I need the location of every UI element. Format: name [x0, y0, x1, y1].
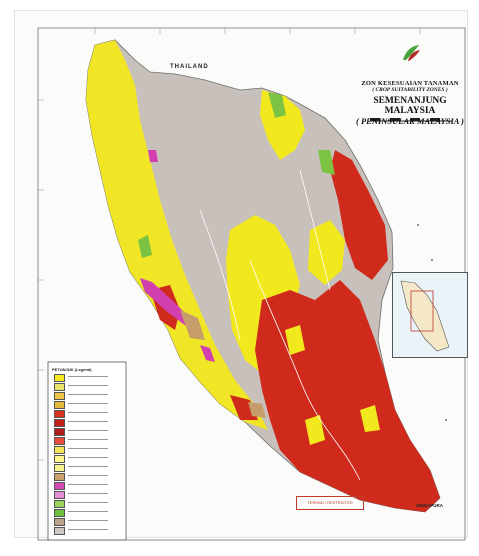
inset-map	[392, 272, 468, 358]
legend-label-line	[68, 412, 108, 413]
legend-swatch	[54, 419, 65, 427]
legend-swatch	[54, 437, 65, 445]
legend-label-line	[68, 520, 108, 521]
zone-green-west	[138, 235, 152, 258]
map-title-block: ZON KESESUAIAN TANAMAN ( CROP SUITABILIT…	[350, 80, 470, 126]
label-thailand: THAILAND	[170, 64, 209, 70]
zone-green-northeast	[318, 150, 335, 175]
zone-magenta-west	[140, 278, 190, 326]
legend-swatch	[54, 392, 65, 400]
legend-swatch	[54, 410, 65, 418]
legend-swatch	[54, 500, 65, 508]
zone-tan-south	[180, 310, 205, 340]
title-line-2: ( CROP SUITABILITY ZONES )	[372, 87, 448, 93]
legend-swatch	[54, 446, 65, 454]
inset-map-graphic	[393, 273, 467, 357]
title-line-1: ZON KESESUAIAN TANAMAN	[361, 80, 459, 87]
restricted-note: TERHAD / RESTRICTED	[296, 496, 364, 510]
legend-label-line	[68, 376, 108, 377]
legend-label-line	[68, 511, 108, 512]
legend-label-line	[68, 430, 108, 431]
legend-label-line	[68, 493, 108, 494]
legend-label-line	[68, 385, 108, 386]
legend-label-line	[68, 502, 108, 503]
legend-label-line	[68, 529, 108, 530]
legend-title: PETUNJUK (Legend)	[52, 367, 92, 372]
legend-swatch	[54, 455, 65, 463]
legend-swatch	[54, 491, 65, 499]
legend-swatch	[54, 473, 65, 481]
zone-red-east	[330, 150, 388, 280]
legend-swatch	[54, 374, 65, 382]
legend-swatch	[54, 518, 65, 526]
legend-swatch	[54, 527, 65, 535]
legend-swatch	[54, 482, 65, 490]
zone-red-southwest	[230, 395, 258, 420]
zone-yellow-northeast	[260, 90, 305, 160]
legend-swatch	[54, 428, 65, 436]
legend-swatch	[54, 509, 65, 517]
zone-green-north	[268, 92, 286, 118]
title-line-3: SEMENANJUNG MALAYSIA	[373, 96, 447, 116]
legend-swatch	[54, 401, 65, 409]
legend-label-line	[68, 448, 108, 449]
legend-label-line	[68, 475, 108, 476]
legend-label-line	[68, 403, 108, 404]
legend-label-line	[68, 484, 108, 485]
zone-magenta-north	[148, 150, 158, 162]
zone-magenta-coast	[200, 345, 215, 362]
title-line-4: ( PENINSULAR MALAYSIA )	[356, 116, 464, 126]
zone-yellow-east	[308, 220, 345, 285]
legend-label-line	[68, 466, 108, 467]
legend-label-line	[68, 421, 108, 422]
legend-label-line	[68, 457, 108, 458]
legend-label-line	[68, 439, 108, 440]
agency-logo-icon	[403, 45, 420, 61]
legend-label-line	[68, 394, 108, 395]
label-singapore: SINGAPURA	[416, 503, 444, 508]
legend-swatch	[54, 464, 65, 472]
zone-yellow-west	[86, 40, 268, 430]
legend-swatch	[54, 383, 65, 391]
zone-tan-east	[248, 402, 266, 418]
scale-bar	[370, 118, 452, 122]
